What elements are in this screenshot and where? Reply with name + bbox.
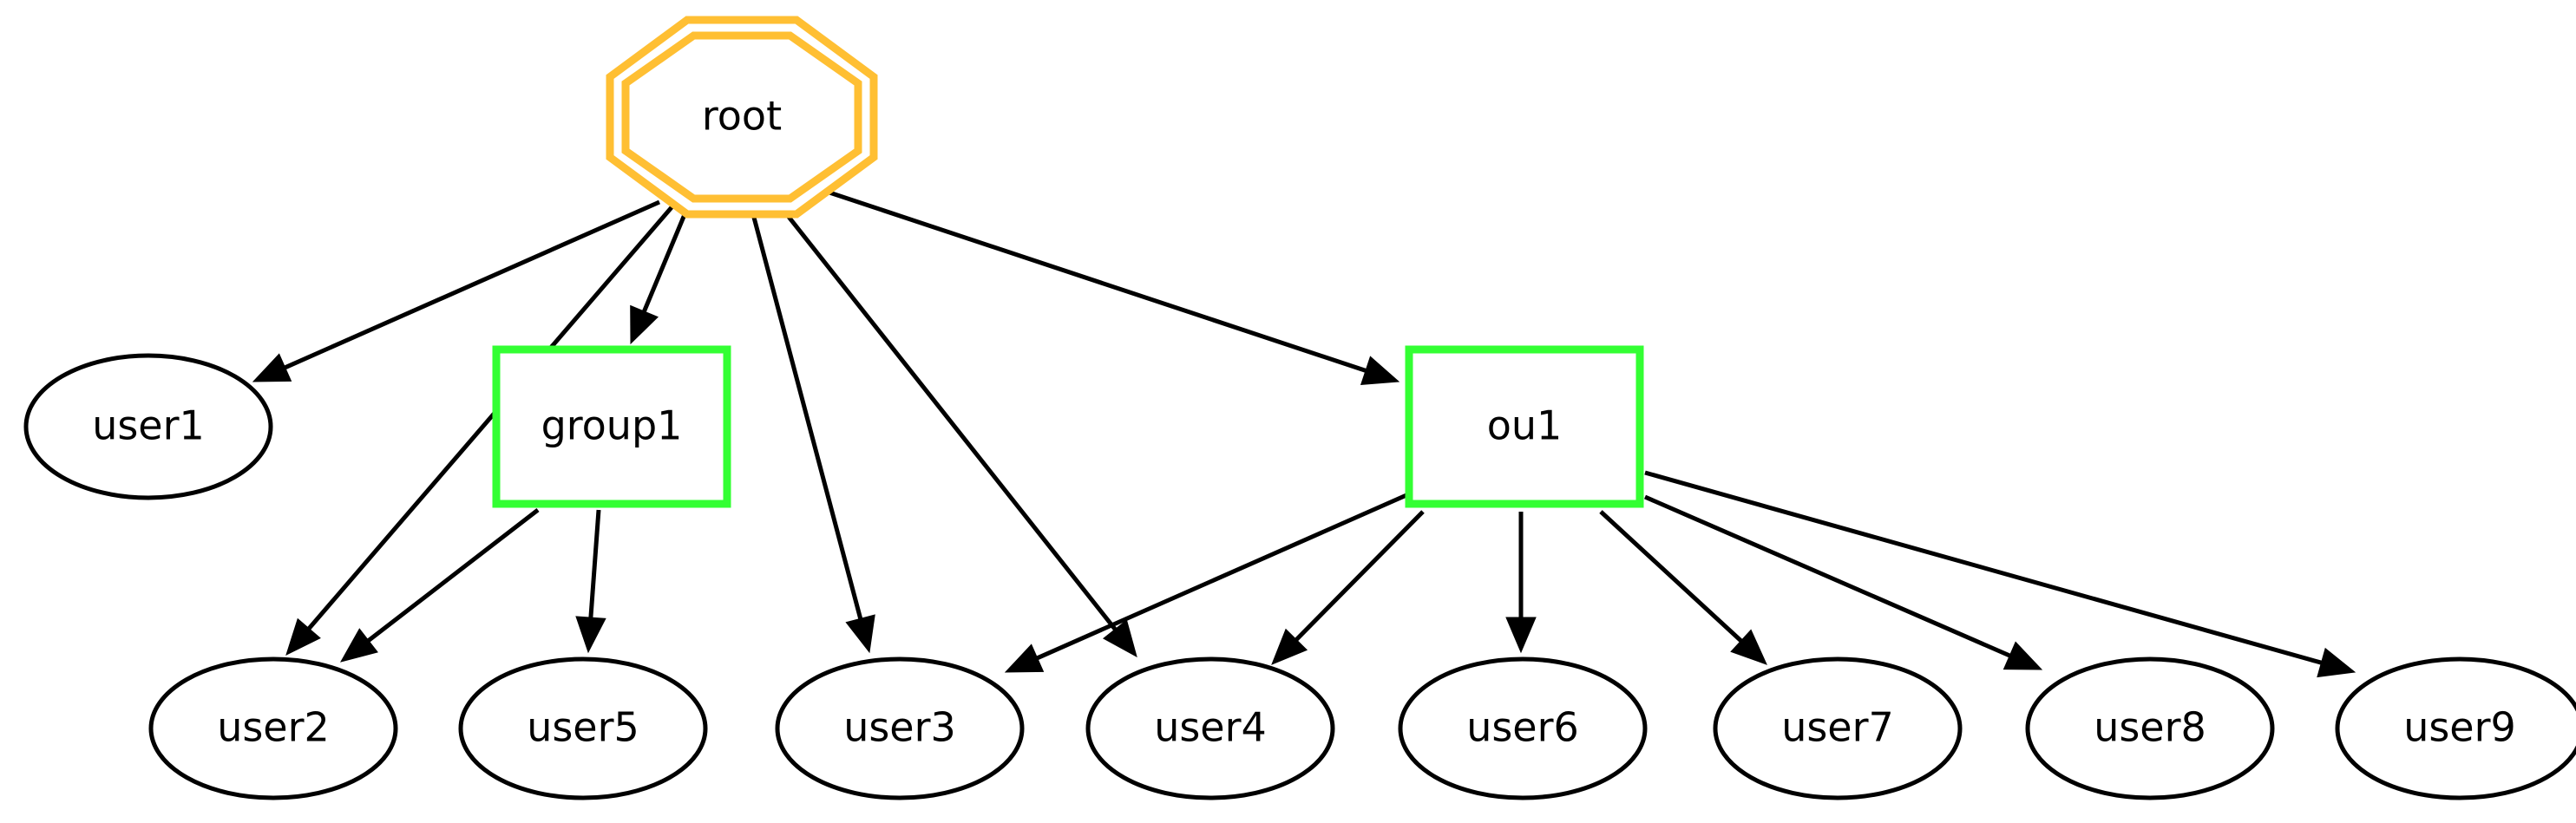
node-shape-ellipse[interactable] [1085, 656, 1335, 800]
edge-root-to-user1 [252, 199, 661, 382]
edge-group1-to-user2 [339, 508, 540, 663]
edge-ou1-to-user6 [1505, 512, 1537, 654]
node-shape-ellipse[interactable] [1713, 656, 1963, 800]
node-group1[interactable]: group1 [492, 345, 731, 508]
edge-root-to-group1 [630, 212, 688, 345]
node-shape-ellipse[interactable] [775, 656, 1025, 800]
edge-root-to-user3 [751, 213, 875, 654]
node-shape-ellipse[interactable] [458, 656, 708, 800]
node-shape-octagon-inner [621, 31, 862, 203]
edge-ou1-to-user7 [1599, 510, 1767, 665]
node-root[interactable]: root [606, 16, 878, 219]
node-shape-box[interactable] [1405, 345, 1644, 508]
edge-root-to-ou1 [829, 190, 1400, 386]
edge-ou1-to-user4 [1271, 510, 1425, 665]
node-shape-ellipse[interactable] [148, 656, 398, 800]
node-user6[interactable]: user6 [1398, 656, 1648, 800]
node-label-root: root [702, 93, 782, 140]
edge-root-to-user4 [783, 211, 1137, 658]
nodes-layer: root user1 group1 ou1 user2 user5 user3 user4 us… [23, 16, 2576, 800]
edge-ou1-to-user3 [1004, 489, 1416, 673]
edge-ou1-to-user8 [1644, 494, 2043, 670]
edge-group1-to-user5 [575, 509, 606, 654]
edge-root-to-user2 [285, 205, 674, 656]
node-user3[interactable]: user3 [775, 656, 1025, 800]
node-user4[interactable]: user4 [1085, 656, 1335, 800]
node-ou1[interactable]: ou1 [1405, 345, 1644, 508]
node-user9[interactable]: user9 [2335, 656, 2576, 800]
node-user5[interactable]: user5 [458, 656, 708, 800]
node-user2[interactable]: user2 [148, 656, 398, 800]
node-user7[interactable]: user7 [1713, 656, 1963, 800]
node-user8[interactable]: user8 [2025, 656, 2275, 800]
node-shape-ellipse[interactable] [2025, 656, 2275, 800]
node-shape-ellipse[interactable] [2335, 656, 2576, 800]
edges-layer [252, 190, 2356, 678]
node-shape-ellipse[interactable] [1398, 656, 1648, 800]
node-shape-octagon-outer[interactable] [606, 16, 878, 219]
node-user1[interactable]: user1 [23, 353, 273, 500]
node-shape-ellipse[interactable] [23, 353, 273, 500]
node-shape-box[interactable] [492, 345, 731, 508]
edge-ou1-to-user9 [1644, 470, 2356, 678]
